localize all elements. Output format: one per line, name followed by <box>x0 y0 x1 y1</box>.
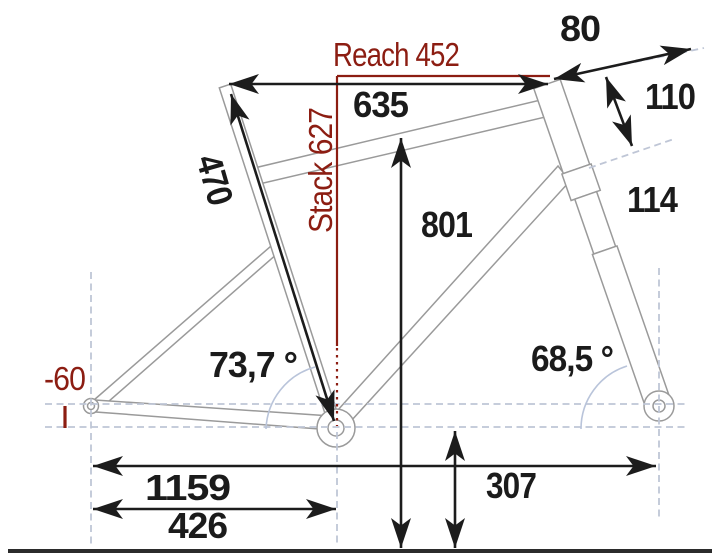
fork-label: 114 <box>627 179 678 220</box>
seat-tube-label: 470 <box>188 150 241 209</box>
frame-tubes <box>82 78 675 448</box>
standover-label: 801 <box>421 204 473 245</box>
seat-tube-arrow <box>229 93 336 422</box>
head-tube-label: 110 <box>645 76 695 117</box>
bottom-bracket-shell <box>316 408 356 448</box>
stem-label: 80 <box>560 8 600 49</box>
head-angle-arc <box>580 365 628 430</box>
wheelbase-label: 1159 <box>145 467 230 508</box>
bb-height-label: 307 <box>486 465 536 506</box>
reach-label: Reach 452 <box>333 36 459 73</box>
stack-label: Stack 627 <box>302 108 339 233</box>
stem-arrow <box>553 45 692 83</box>
fork-upper-leg <box>573 190 617 255</box>
head-tube-arrow <box>604 76 634 147</box>
dimension-labels: Reach 452 Stack 627 635 801 470 80 110 1… <box>44 8 696 546</box>
head-angle-label: 68,5 ° <box>531 338 613 379</box>
head-tube <box>532 78 591 175</box>
seat-angle-label: 73,7 ° <box>209 344 297 385</box>
bb-drop-label: -60 <box>44 360 86 397</box>
fork-lower-leg <box>591 244 670 405</box>
fork-crown <box>560 162 602 202</box>
head-tube-bottom-guide <box>588 138 675 169</box>
top-tube-label: 635 <box>353 84 409 125</box>
measurement-arrows <box>93 45 692 548</box>
chainstay-label: 426 <box>168 505 227 546</box>
